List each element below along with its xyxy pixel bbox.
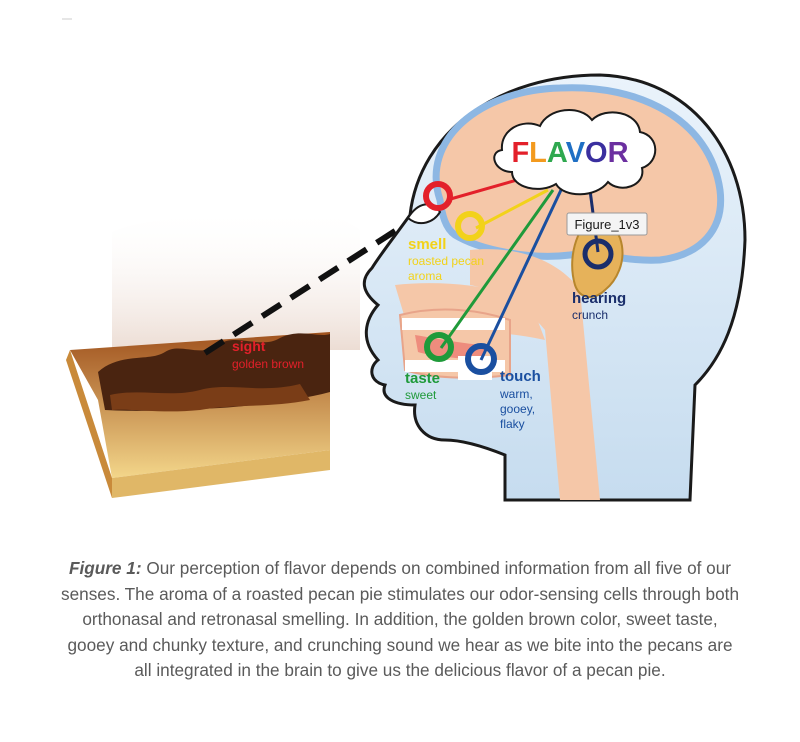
touch-ring-icon (465, 343, 497, 375)
hearing-detail: crunch (572, 308, 608, 322)
steam (112, 206, 360, 350)
smell-label: smell (408, 236, 446, 253)
taste-ring-icon (424, 332, 454, 362)
sight-ring-icon (423, 181, 453, 211)
sight-path (203, 212, 422, 356)
flavor-letter: V (566, 137, 586, 169)
pecan-pie (66, 332, 330, 498)
flavor-letter: L (529, 137, 547, 169)
taste-detail: sweet (405, 388, 437, 402)
figure-caption: Figure 1: Our perception of flavor depen… (60, 556, 740, 684)
touch-detail-line2: gooey, (500, 402, 535, 416)
touch-label: touch (500, 368, 541, 385)
sight-label: sight (232, 338, 266, 354)
figure-tooltip (566, 212, 648, 236)
smell-ring-icon (455, 211, 485, 241)
figure-tooltip-text: Figure_1v3 (574, 217, 639, 232)
touch-detail-line3: flaky (500, 417, 525, 431)
flavor-word: FLAVOR (511, 137, 628, 169)
flavor-letter: O (585, 137, 608, 169)
flavor-letter: R (608, 137, 629, 169)
hearing-label: hearing (572, 290, 626, 307)
caption-label: Figure 1: (68, 558, 142, 578)
flavor-letter: F (511, 137, 529, 169)
taste-label: taste (405, 370, 440, 387)
flavor-letter: A (547, 137, 568, 169)
smell-detail-line1: roasted pecan (408, 254, 484, 268)
caption-text: Our perception of flavor depends on comb… (60, 558, 740, 680)
touch-detail-line1: warm, (499, 387, 533, 401)
sight-detail: golden brown (232, 357, 304, 371)
smell-detail-line2: aroma (408, 269, 442, 283)
flavor-cloud (493, 108, 657, 196)
hearing-ring-icon (582, 238, 614, 270)
flavor-diagram: FLAVOR Figure_1v3 sight golden brown sme… (62, 18, 747, 502)
